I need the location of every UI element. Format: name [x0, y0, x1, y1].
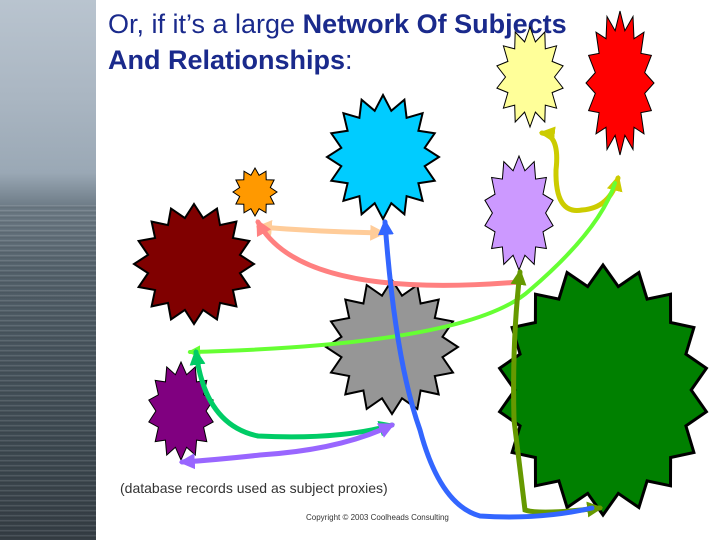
edge-red-to-maroon	[187, 181, 617, 359]
edge-gray-to-purple	[178, 422, 395, 470]
node-orange	[232, 166, 278, 218]
edge-pale-yellow-to-red	[538, 126, 623, 213]
node-maroon	[132, 202, 256, 326]
edge-dark-green-to-cyan	[377, 218, 595, 520]
node-lavender	[484, 154, 554, 272]
title-suffix: :	[345, 45, 353, 75]
edge-lavender-to-dark-green	[510, 268, 604, 518]
title-prefix: Or, if it’s a large	[108, 9, 303, 39]
sea-photo-strip	[0, 0, 96, 540]
copyright: Copyright © 2003 Coolheads Consulting	[306, 513, 449, 522]
edge-cyan-to-orange	[255, 220, 387, 241]
caption: (database records used as subject proxie…	[120, 480, 388, 496]
edge-lavender-to-orange	[255, 219, 522, 288]
node-dark-green	[497, 262, 709, 518]
node-pale-yellow	[496, 25, 564, 129]
title-bold: Network Of Subjects And Relationships	[108, 9, 567, 75]
slide-title: Or, if it’s a large Network Of Subjects …	[108, 6, 578, 78]
node-cyan	[325, 92, 441, 222]
node-purple	[148, 360, 214, 462]
node-red	[585, 10, 655, 156]
